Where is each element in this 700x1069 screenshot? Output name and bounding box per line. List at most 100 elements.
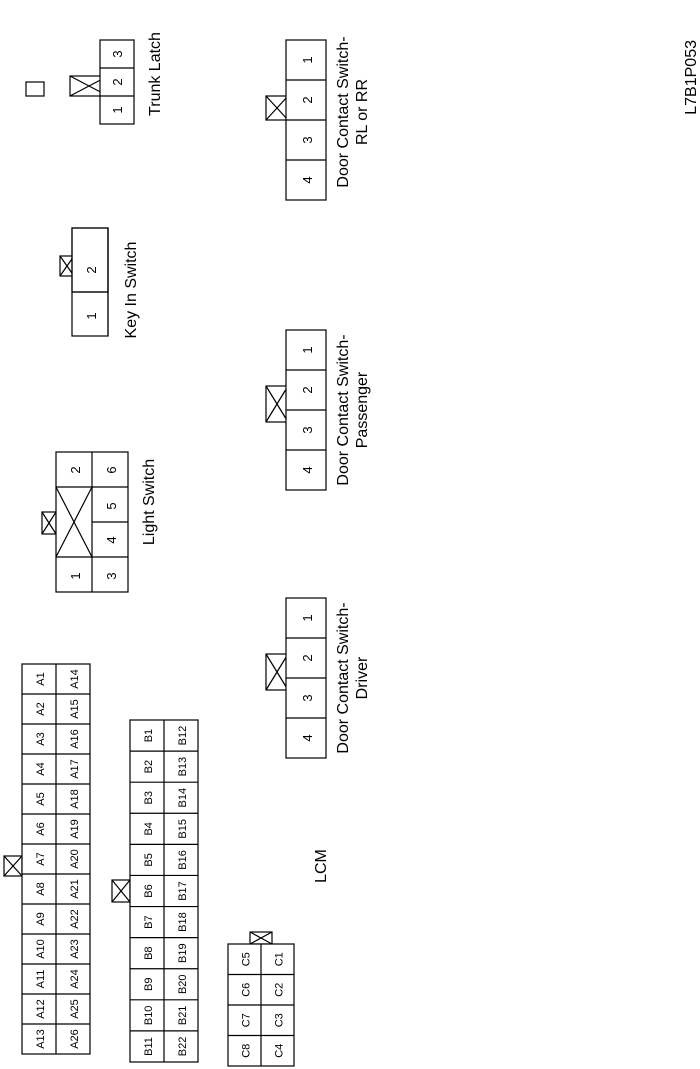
pin-label: 2 xyxy=(300,386,315,393)
pin-label: B19 xyxy=(177,943,189,963)
pin-label: A21 xyxy=(69,879,81,899)
door-contact-passenger-label-line1: Door Contact Switch- xyxy=(335,334,352,485)
door-contact-driver-label-line1: Door Contact Switch- xyxy=(335,602,352,753)
pin-label: A17 xyxy=(69,759,81,779)
pin-label: 6 xyxy=(104,466,119,473)
pin-label: B15 xyxy=(177,819,189,839)
pin-label: B22 xyxy=(177,1037,189,1057)
door-contact-passenger-label-line2: Passenger xyxy=(354,371,371,448)
pin-label: B9 xyxy=(143,978,155,991)
pin-label: 3 xyxy=(300,426,315,433)
pin-label: A7 xyxy=(35,852,47,865)
pin-label: B18 xyxy=(177,912,189,932)
pin-label: 2 xyxy=(110,78,125,85)
pin-label: 2 xyxy=(300,96,315,103)
pin-label: C3 xyxy=(274,1013,286,1027)
pin-label: B11 xyxy=(143,1037,155,1056)
pin-label: 3 xyxy=(104,572,119,579)
pin-label: 1 xyxy=(300,346,315,353)
pin-label: 2 xyxy=(84,266,99,273)
pin-label: A2 xyxy=(35,702,47,715)
pin-label: A23 xyxy=(69,939,81,959)
pin-label: A5 xyxy=(35,792,47,805)
pin-label: C5 xyxy=(241,952,253,966)
pin-label: 1 xyxy=(300,614,315,621)
pin-label: C4 xyxy=(274,1044,286,1058)
pin-label: B16 xyxy=(177,850,189,870)
pin-label: A18 xyxy=(69,789,81,809)
pin-label: B17 xyxy=(177,881,189,901)
pin-label: B14 xyxy=(177,788,189,808)
pin-label: A19 xyxy=(69,819,81,839)
pin-label: 3 xyxy=(300,694,315,701)
pin-label: A11 xyxy=(35,970,47,989)
pin-label: A14 xyxy=(69,669,81,689)
pin-label: A13 xyxy=(35,1029,47,1049)
trunk-latch-connector: 1 2 3 xyxy=(25,39,135,125)
pin-label: A22 xyxy=(69,909,81,929)
pin-label: C6 xyxy=(241,983,253,997)
pin-label: 1 xyxy=(110,106,125,113)
pin-label: 2 xyxy=(68,466,83,473)
pin-label: A4 xyxy=(35,762,47,775)
pin-label: 5 xyxy=(104,502,119,509)
pin-label: B8 xyxy=(143,946,155,959)
pin-label: B7 xyxy=(143,915,155,928)
pin-label: C1 xyxy=(274,952,286,966)
door-contact-driver-connector: 4 3 2 1 xyxy=(265,597,327,759)
pin-label: B10 xyxy=(143,1006,155,1026)
pin-label: C7 xyxy=(241,1013,253,1027)
pin-label: 4 xyxy=(300,466,315,473)
pin-label: B5 xyxy=(143,853,155,866)
pin-label: B4 xyxy=(143,822,155,835)
pin-label: B21 xyxy=(177,1006,189,1026)
light-switch-connector: 1 2 3 4 5 6 xyxy=(41,451,129,593)
pin-label: B1 xyxy=(143,729,155,742)
pin-label: C8 xyxy=(241,1044,253,1058)
pin-label: A8 xyxy=(35,882,47,895)
pin-label: B20 xyxy=(177,974,189,994)
pin-label: A15 xyxy=(69,699,81,719)
pin-label: B13 xyxy=(177,757,189,777)
pin-label: 1 xyxy=(300,56,315,63)
door-contact-rear-label-line1: Door Contact Switch- xyxy=(335,36,352,187)
lcm-label: LCM xyxy=(313,849,330,883)
pin-label: B12 xyxy=(177,726,189,746)
pin-label: 4 xyxy=(300,734,315,741)
pin-label: B3 xyxy=(143,791,155,804)
pin-label: A12 xyxy=(35,999,47,1019)
pin-label: A9 xyxy=(35,912,47,925)
pin-label: B2 xyxy=(143,760,155,773)
pin-label: 1 xyxy=(84,312,99,319)
door-contact-passenger-connector: 4 3 2 1 xyxy=(265,329,327,491)
pin-label: 4 xyxy=(300,176,315,183)
pin-label: 3 xyxy=(300,136,315,143)
light-switch-label: Light Switch xyxy=(141,459,158,545)
pin-label: A20 xyxy=(69,849,81,869)
door-contact-rear-label-line2: RL or RR xyxy=(354,79,371,145)
key-in-switch-label: Key In Switch xyxy=(123,242,140,339)
door-contact-driver-label-line2: Driver xyxy=(354,656,371,699)
pin-label: A26 xyxy=(69,1029,81,1049)
door-contact-rear-connector: 4 3 2 1 xyxy=(265,39,327,201)
pin-label: 4 xyxy=(104,536,119,543)
key-in-switch-connector: 1 2 xyxy=(59,227,109,337)
pin-label: A6 xyxy=(35,822,47,835)
pin-label: C2 xyxy=(274,983,286,997)
pin-label: 2 xyxy=(300,654,315,661)
diagram-id: L7B1P053 xyxy=(683,40,700,115)
pin-label: A3 xyxy=(35,732,47,745)
pin-label: A10 xyxy=(35,939,47,959)
pin-label: A1 xyxy=(35,672,47,685)
pin-label: 1 xyxy=(68,572,83,579)
pin-label: 3 xyxy=(110,50,125,57)
pin-label: A25 xyxy=(69,999,81,1019)
trunk-latch-label: Trunk Latch xyxy=(147,32,164,116)
pin-label: A16 xyxy=(69,729,81,749)
pin-label: A24 xyxy=(69,969,81,989)
pin-label: B6 xyxy=(143,884,155,897)
